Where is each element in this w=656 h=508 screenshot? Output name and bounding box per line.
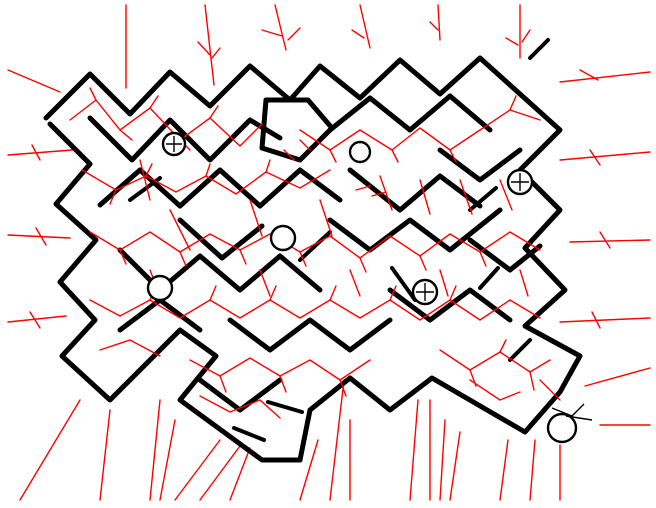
- peg-5: [148, 276, 172, 300]
- peg-3: [508, 170, 532, 194]
- peg-7: [548, 404, 592, 442]
- internal-walls: [90, 40, 548, 440]
- peg-1: [163, 133, 185, 155]
- peg-2: [350, 142, 370, 162]
- peg-6: [413, 280, 437, 304]
- peg-4: [271, 226, 295, 250]
